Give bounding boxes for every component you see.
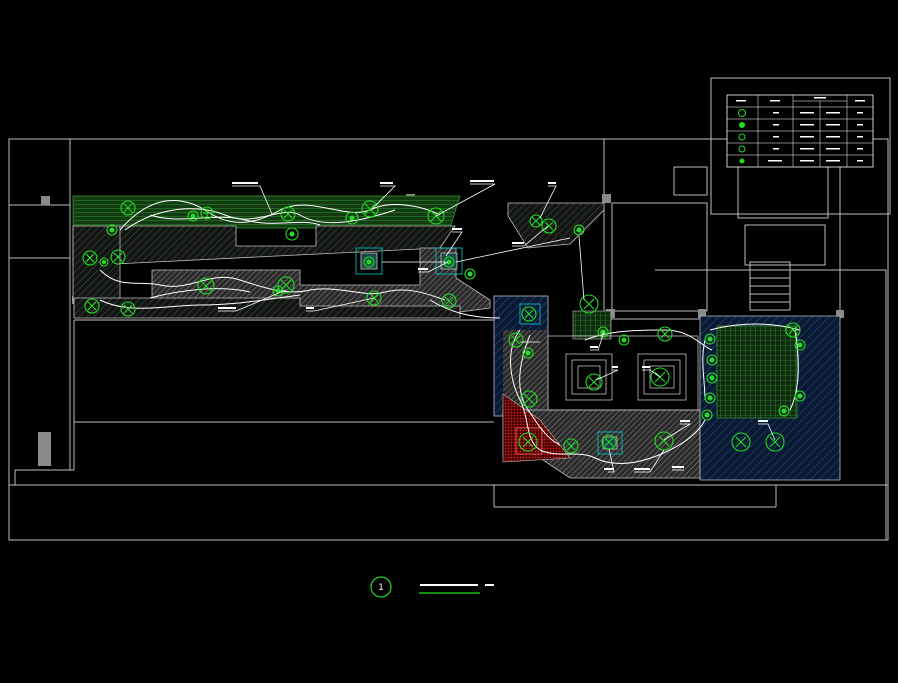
drawing-number: 1 — [378, 583, 384, 593]
tree-large-icon — [361, 200, 379, 218]
legend-row — [739, 122, 745, 128]
tree-large-icon — [541, 218, 557, 234]
planting-beds — [72, 195, 841, 481]
tree-large-icon — [785, 322, 801, 338]
shrub-icon — [106, 224, 118, 236]
palm-icon — [739, 158, 745, 164]
tree-large-icon — [197, 277, 215, 295]
tree-medium-icon — [573, 224, 585, 236]
tree-medium-icon — [285, 227, 299, 241]
leader-labels — [218, 180, 768, 470]
tree-medium-icon — [618, 334, 630, 346]
tree-large-icon — [563, 438, 579, 454]
tree-small-icon — [738, 133, 746, 141]
site-outline — [8, 138, 889, 541]
shrub-icon — [738, 145, 746, 153]
tree-medium-icon — [187, 210, 199, 222]
shrub-icon — [99, 257, 109, 267]
plant-symbols — [82, 200, 806, 454]
palm-icon — [706, 372, 718, 384]
tree-large-icon — [441, 293, 457, 309]
tree-large-icon — [585, 373, 603, 391]
tree-medium-icon — [794, 390, 806, 402]
tree-large-icon — [110, 249, 126, 265]
title-block: 1 — [370, 576, 494, 598]
tree-medium-icon — [200, 206, 214, 220]
legend-row — [738, 133, 746, 141]
tree-medium-icon — [345, 211, 359, 225]
tree-large-icon — [521, 306, 537, 322]
tree-large-icon — [765, 432, 785, 452]
tree-large-icon — [518, 432, 538, 452]
tree-large-icon — [738, 109, 746, 117]
tree-large-icon — [657, 326, 673, 342]
tree-large-icon — [508, 332, 524, 348]
tree-large-icon — [280, 206, 296, 222]
legend-row — [739, 158, 745, 164]
tree-large-icon — [82, 250, 98, 266]
legend-row — [738, 109, 746, 117]
drawing-title-mark — [420, 584, 494, 586]
drawing-number-circle — [370, 576, 392, 598]
tree-medium-icon — [739, 122, 745, 128]
tree-medium-icon — [778, 405, 790, 417]
palm-icon — [704, 392, 716, 404]
tree-medium-icon — [794, 339, 806, 351]
tree-large-icon — [731, 432, 751, 452]
legend-table — [726, 94, 874, 168]
tree-large-icon — [120, 200, 136, 216]
palm-icon — [701, 409, 713, 421]
tree-large-icon — [520, 390, 538, 408]
tree-large-icon — [120, 301, 136, 317]
tree-medium-icon — [363, 256, 375, 268]
leader-lines — [218, 183, 776, 473]
courtyard-structures — [355, 247, 699, 455]
palm-icon — [706, 354, 718, 366]
tree-large-icon — [579, 294, 599, 314]
legend-row — [738, 145, 746, 153]
tree-large-icon — [84, 298, 100, 314]
tree-medium-icon — [522, 347, 534, 359]
palm-icon — [704, 333, 716, 345]
tree-large-icon — [529, 214, 543, 228]
tree-medium-icon — [464, 268, 476, 280]
